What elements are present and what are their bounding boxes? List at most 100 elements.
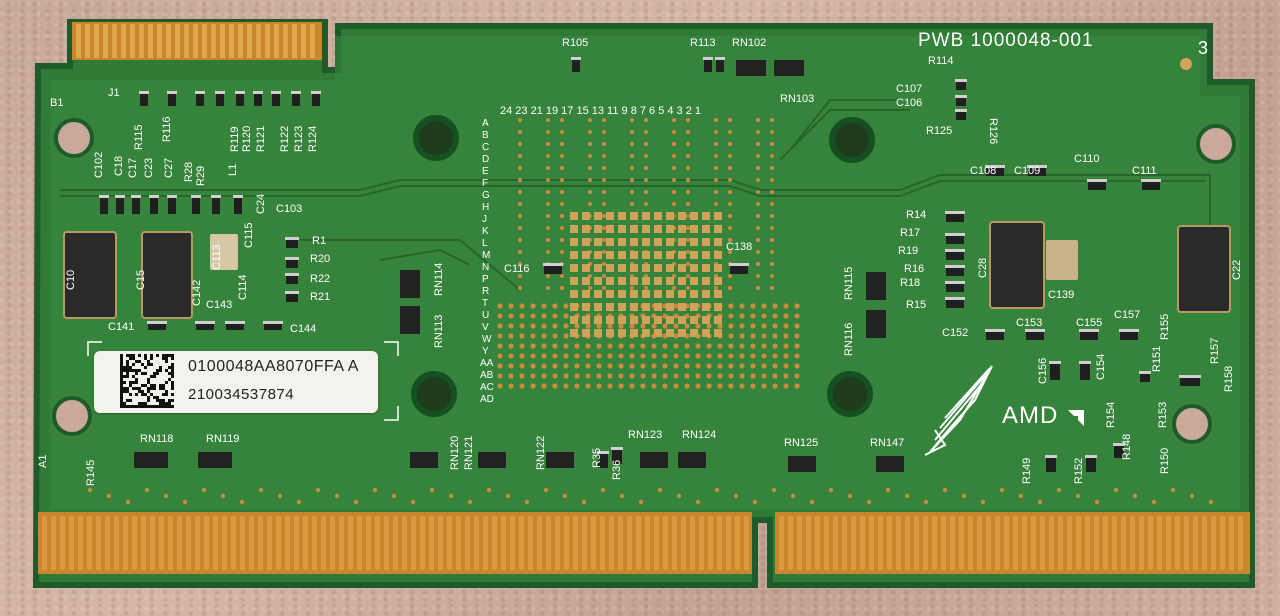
amd-logo-text: AMD xyxy=(1002,402,1059,429)
resistor-networks xyxy=(134,60,904,472)
silk-ref-r152: R152 xyxy=(1073,458,1085,484)
silk-ref-rn121: RN121 xyxy=(463,436,475,470)
silk-ref-rn122: RN122 xyxy=(535,436,547,470)
silk-ref-rn119: RN119 xyxy=(206,433,239,445)
silk-ref-c141: C141 xyxy=(108,321,134,333)
silk-ref-l1: L1 xyxy=(227,164,239,176)
silk-ref-c152: C152 xyxy=(942,327,968,339)
silk-ref-r18: R18 xyxy=(900,277,920,289)
silk-ref-r155: R155 xyxy=(1159,314,1171,340)
top-edge-connector xyxy=(76,24,315,58)
silk-ref-c23: C23 xyxy=(143,158,155,178)
silk-ref-rn116: RN116 xyxy=(843,323,855,356)
silk-ref-rn102: RN102 xyxy=(732,37,766,49)
silk-ref-rn124: RN124 xyxy=(682,429,716,441)
sticker-serial-line2: 210034537874 xyxy=(188,386,295,403)
silk-ref-r124: R124 xyxy=(307,126,319,152)
silk-ref-r19: R19 xyxy=(898,245,918,257)
silk-ref-a1: A1 xyxy=(37,455,49,468)
bga-row-k: K xyxy=(482,226,489,237)
silk-ref-c18: C18 xyxy=(113,156,125,176)
bga-row-aa: AA xyxy=(480,358,494,369)
silk-ref-c17: C17 xyxy=(127,158,139,178)
silk-ref-c142: C142 xyxy=(191,280,203,306)
silk-ref-r116: R116 xyxy=(161,117,173,142)
silk-ref-r149: R149 xyxy=(1021,458,1033,484)
bga-row-j: J xyxy=(482,214,487,225)
silk-ref-r14: R14 xyxy=(906,209,926,221)
silk-ref-c116: C116 xyxy=(504,263,529,275)
silk-ref-c102: C102 xyxy=(93,152,105,178)
bga-pad-array xyxy=(570,212,722,337)
silk-ref-j1: J1 xyxy=(108,87,120,99)
silk-ref-c144: C144 xyxy=(290,323,316,335)
bga-row-ac: AC xyxy=(480,382,494,393)
bga-row-g: G xyxy=(482,190,490,201)
silk-ref-c143: C143 xyxy=(206,299,232,311)
bga-row-b: B xyxy=(482,130,489,141)
tantalum-capacitors xyxy=(63,221,1231,319)
silk-ref-r105: R105 xyxy=(562,37,588,49)
copper-traces xyxy=(60,99,1211,291)
bga-row-r: R xyxy=(482,286,489,297)
pwb-part-number: PWB 1000048-001 xyxy=(918,30,1094,51)
silk-ref-c15: C15 xyxy=(135,270,147,290)
silk-ref-c157: C157 xyxy=(1114,309,1140,321)
silk-ref-c153: C153 xyxy=(1016,317,1042,329)
silk-ref-r22: R22 xyxy=(310,273,330,285)
silk-ref-r119: R119 xyxy=(229,127,241,152)
silk-ref-r150: R150 xyxy=(1159,448,1171,474)
bga-row-ab: AB xyxy=(480,370,494,381)
silk-ref-c108: C108 xyxy=(970,165,996,177)
silk-ref-r157: R157 xyxy=(1209,338,1221,364)
sticker-serial-line1: 0100048AA8070FFA A xyxy=(188,358,359,375)
silk-ref-r153: R153 xyxy=(1157,402,1169,428)
silk-ref-r16: R16 xyxy=(904,263,924,275)
silk-ref-r36: R36 xyxy=(611,460,623,480)
silk-ref-r120: R120 xyxy=(241,126,253,152)
silk-ref-c107: C107 xyxy=(896,83,922,95)
bottom-edge-connector xyxy=(42,516,1243,570)
bga-row-n: N xyxy=(482,262,489,273)
silk-ref-r125: R125 xyxy=(926,125,952,137)
silk-ref-r29: R29 xyxy=(195,166,207,186)
silk-ref-r145: R145 xyxy=(85,460,97,486)
silk-ref-r21: R21 xyxy=(310,291,330,303)
silk-ref-r154: R154 xyxy=(1105,402,1117,428)
silk-ref-c115: C115 xyxy=(243,223,255,248)
silk-ref-c114: C114 xyxy=(237,275,249,300)
bga-row-e: E xyxy=(482,166,489,177)
amd-wing-logo xyxy=(924,365,993,456)
silk-ref-c110: C110 xyxy=(1074,153,1099,165)
bga-row-d: D xyxy=(482,154,489,165)
silk-ref-rn115: RN115 xyxy=(843,267,855,300)
silk-ref-r148: R148 xyxy=(1121,434,1133,460)
silk-ref-c138: C138 xyxy=(726,241,752,253)
silk-ref-r1: R1 xyxy=(312,235,326,247)
silk-ref-c24: C24 xyxy=(255,194,267,214)
silk-ref-c22: C22 xyxy=(1231,260,1243,280)
silk-ref-r113: R113 xyxy=(690,37,715,49)
mounting-holes xyxy=(52,58,1236,444)
silk-ref-r35: R35 xyxy=(591,448,603,468)
bga-row-ad: AD xyxy=(480,394,494,405)
silk-ref-b1: B1 xyxy=(50,97,63,109)
bga-row-u: U xyxy=(482,310,489,321)
silk-ref-rn123: RN123 xyxy=(628,429,662,441)
silk-ref-rn118: RN118 xyxy=(140,433,173,445)
silk-ref-rn103: RN103 xyxy=(780,93,814,105)
silk-ref-c10: C10 xyxy=(65,270,77,290)
silk-ref-rn113: RN113 xyxy=(433,315,445,348)
bga-column-numbers: 24 23 21 19 17 15 13 11 9 8 7 6 5 4 3 2 … xyxy=(500,105,701,117)
silk-ref-rn114: RN114 xyxy=(433,263,445,296)
silk-ref-r20: R20 xyxy=(310,253,330,265)
sticker-outline-marks xyxy=(87,341,399,421)
silk-ref-c27: C27 xyxy=(163,158,175,178)
bga-row-y: Y xyxy=(482,346,489,357)
silk-ref-c28: C28 xyxy=(977,258,989,278)
silk-ref-rn125: RN125 xyxy=(784,437,818,449)
datamatrix-code xyxy=(120,354,174,408)
amd-arrow-mark xyxy=(1068,410,1084,426)
bga-row-p: P xyxy=(482,274,489,285)
